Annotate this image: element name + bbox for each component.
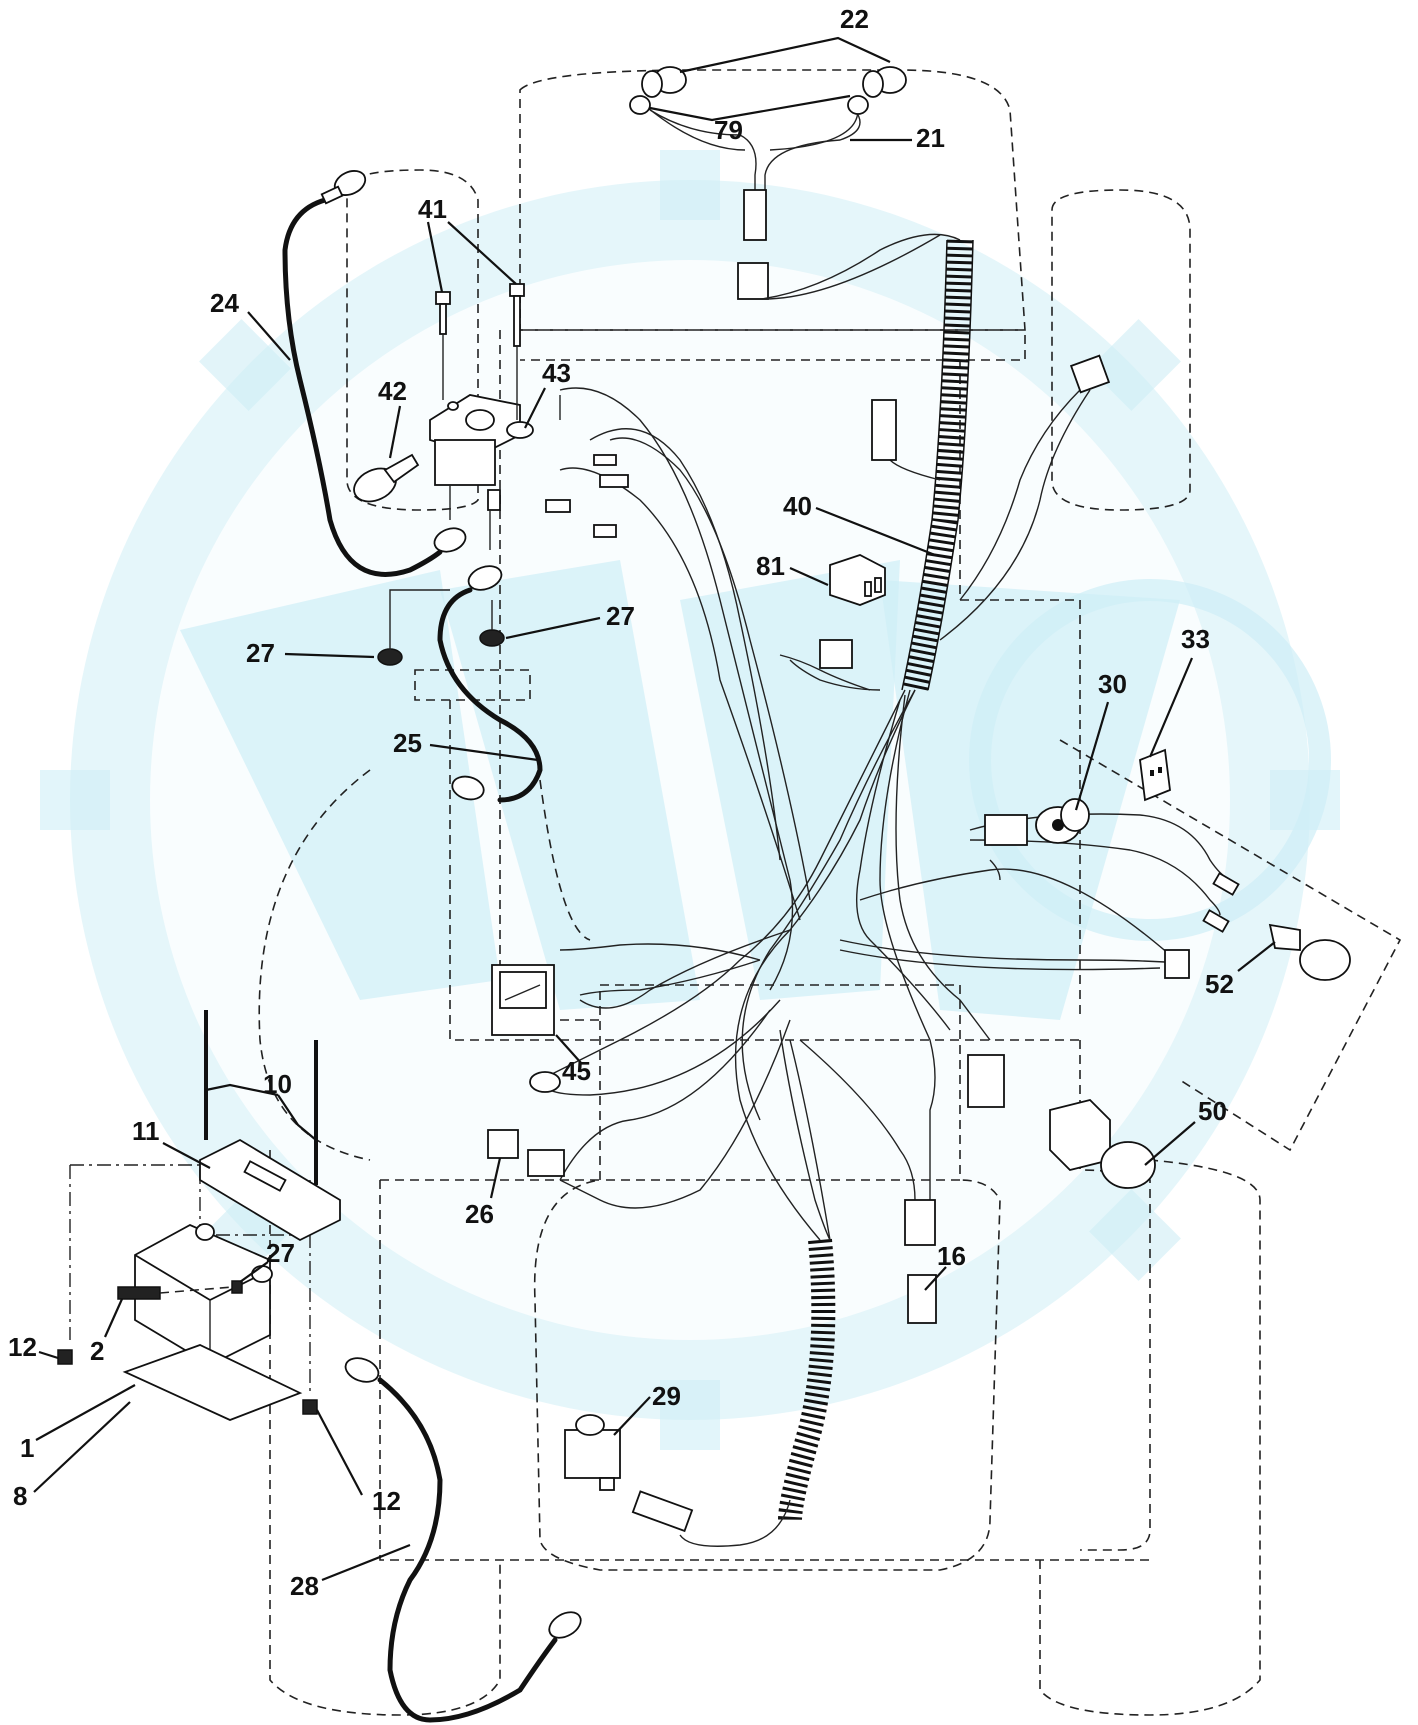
headlight-plug xyxy=(737,262,769,300)
callout-30: 30 xyxy=(1098,669,1127,699)
terminal-connector xyxy=(1212,872,1240,896)
callout-40: 40 xyxy=(783,491,812,521)
battery-cable-28 xyxy=(344,1357,582,1723)
callout-33: 33 xyxy=(1181,624,1210,654)
clip-12-right xyxy=(302,1399,318,1415)
battery-cable-25 xyxy=(437,565,543,803)
battery-hold-down xyxy=(199,1010,341,1242)
callout-11: 11 xyxy=(132,1116,160,1146)
ignition-switch xyxy=(1035,798,1090,844)
clip-12-left xyxy=(57,1349,73,1365)
battery-bolt xyxy=(117,1286,161,1300)
connector-block xyxy=(984,814,1028,846)
headlight-connector xyxy=(743,189,767,241)
callout-22: 22 xyxy=(840,4,869,34)
callout-41: 41 xyxy=(418,194,447,224)
connector-16-housing xyxy=(904,1199,936,1246)
callout-16: 16 xyxy=(937,1241,966,1271)
ring-terminal xyxy=(529,1071,561,1093)
lamp-52 xyxy=(1268,923,1351,981)
terminal-connector xyxy=(545,499,571,513)
solenoid-bolts xyxy=(435,283,525,420)
callout-8: 8 xyxy=(13,1481,27,1511)
relay-81 xyxy=(829,554,886,606)
callout-10: 10 xyxy=(263,1069,292,1099)
headlight-left xyxy=(629,66,687,115)
callout-27-left: 27 xyxy=(246,638,275,668)
terminal-connector xyxy=(593,524,617,538)
seat-switch-29 xyxy=(564,1414,621,1491)
connector-plug xyxy=(871,399,897,461)
callout-21: 21 xyxy=(916,123,945,153)
callout-50: 50 xyxy=(1198,1096,1227,1126)
connector-plug xyxy=(1069,354,1111,394)
module-33 xyxy=(1139,748,1171,802)
terminal-connector xyxy=(599,474,629,488)
fuse-holder xyxy=(487,1129,519,1159)
lower-wire-loom xyxy=(778,1238,836,1521)
callout-12-left: 12 xyxy=(8,1332,37,1362)
connector-plug xyxy=(967,1054,1005,1108)
callout-27-battery: 27 xyxy=(266,1238,295,1268)
terminal-connector xyxy=(1202,909,1230,933)
callout-12-right: 12 xyxy=(372,1486,401,1516)
callout-81: 81 xyxy=(756,551,785,581)
callout-29: 29 xyxy=(652,1381,681,1411)
callout-24: 24 xyxy=(210,288,239,318)
callout-45: 45 xyxy=(562,1056,591,1086)
connector-plug xyxy=(1164,949,1190,979)
connector-plug xyxy=(631,1490,694,1533)
callout-1: 1 xyxy=(20,1433,34,1463)
callout-52: 52 xyxy=(1205,969,1234,999)
battery-cable-24 xyxy=(282,170,467,577)
callout-42: 42 xyxy=(378,376,407,406)
callout-79: 79 xyxy=(714,115,743,145)
battery-nut xyxy=(231,1280,243,1294)
starter-solenoid xyxy=(429,394,534,550)
callout-27-right: 27 xyxy=(606,601,635,631)
callout-2: 2 xyxy=(90,1336,104,1366)
headlight-right xyxy=(847,66,907,115)
battery-tray xyxy=(122,1344,303,1421)
connector-plug xyxy=(819,639,853,669)
callout-26: 26 xyxy=(465,1199,494,1229)
callout-labels: 22 79 21 41 24 42 43 40 81 27 27 33 30 2… xyxy=(8,4,1234,1601)
callout-25: 25 xyxy=(393,728,422,758)
pto-switch-50 xyxy=(1049,1099,1156,1189)
wire-loom xyxy=(901,239,974,693)
terminal-connector xyxy=(593,454,617,466)
leader-lines xyxy=(33,36,1276,1582)
fuse-holder xyxy=(527,1149,565,1177)
callout-43: 43 xyxy=(542,358,571,388)
nut-27-left xyxy=(377,648,403,666)
gauge-45 xyxy=(491,964,555,1036)
nut-27-right xyxy=(479,629,505,647)
headlight-harness xyxy=(629,66,961,300)
callout-28: 28 xyxy=(290,1571,319,1601)
terminal-boot xyxy=(353,453,420,503)
